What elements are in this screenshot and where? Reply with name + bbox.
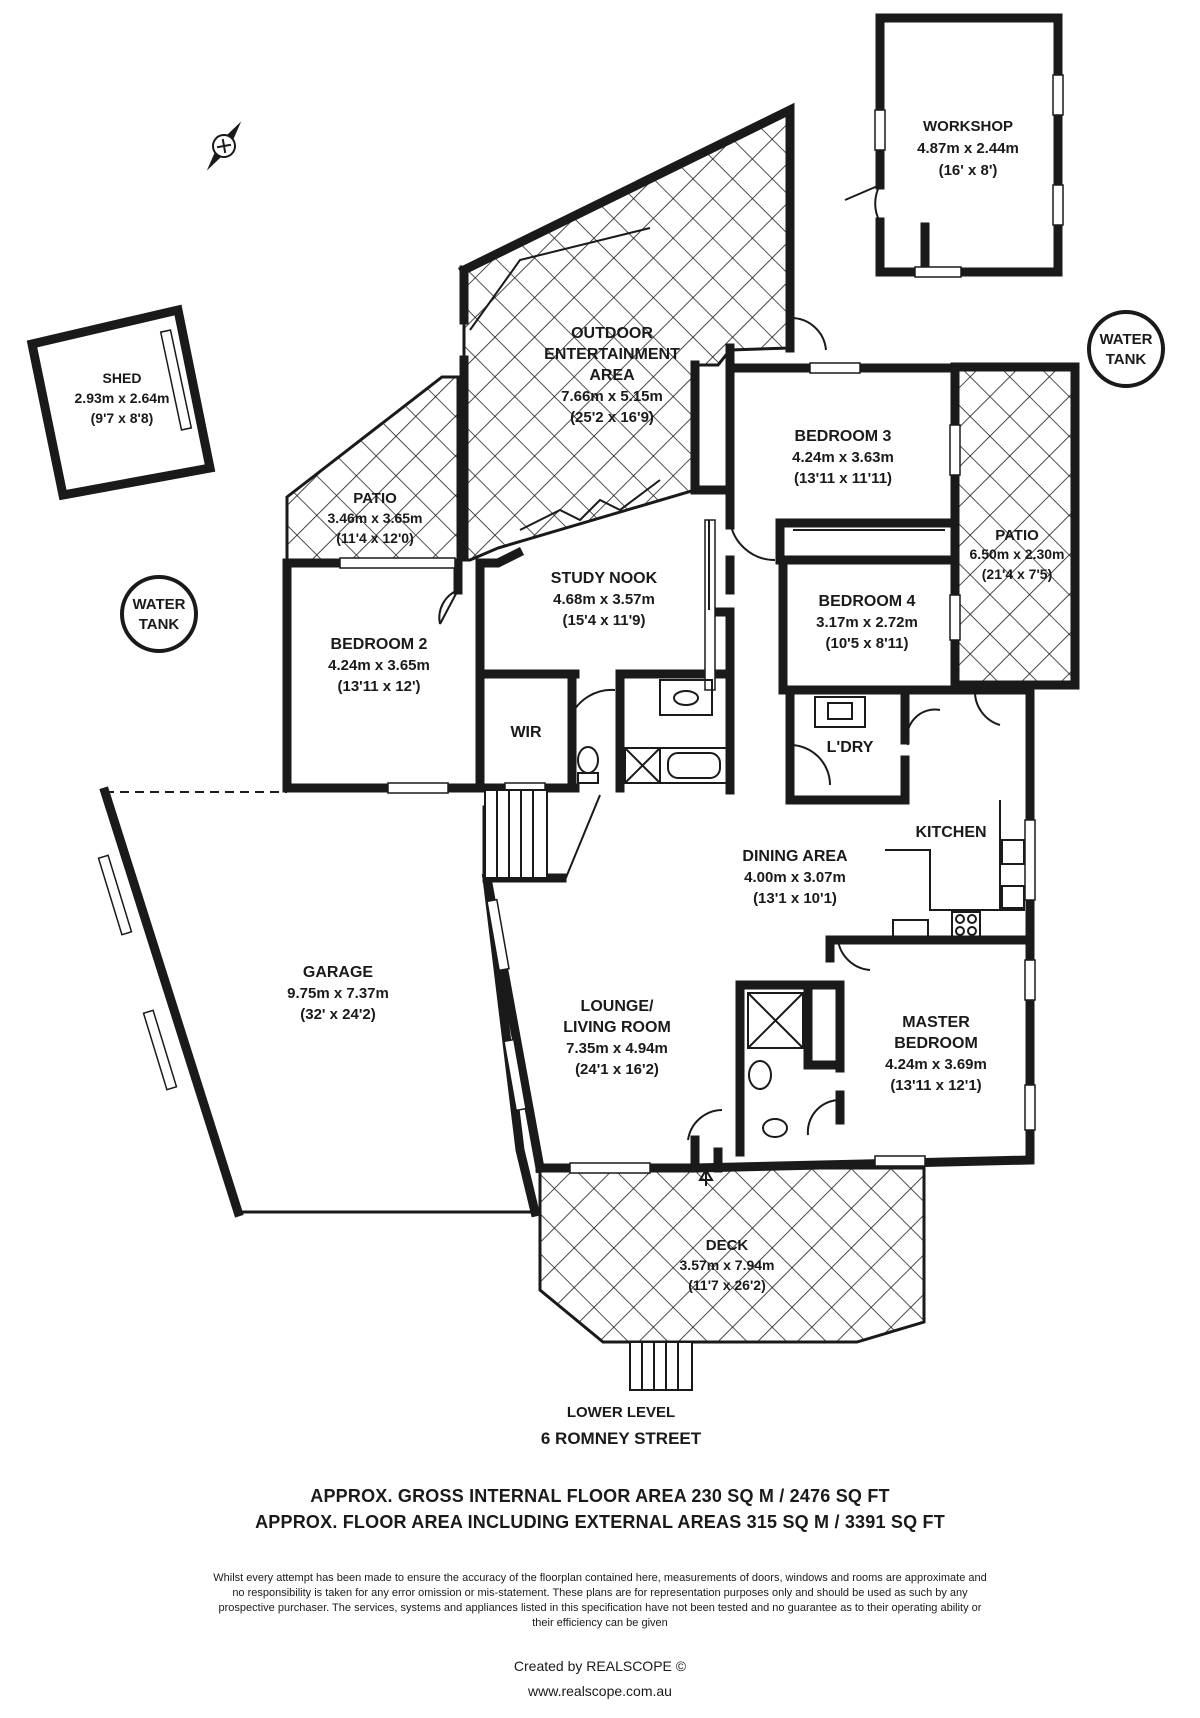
deck-dim-ft: (11'7 x 26'2) — [688, 1277, 766, 1293]
outdoor-dim-m: 7.66m x 5.15m — [561, 388, 663, 405]
master-name-1: MASTER — [902, 1014, 970, 1031]
water-tank-right — [1087, 310, 1165, 388]
deck-name: DECK — [706, 1237, 749, 1254]
shed-name: SHED — [103, 370, 142, 386]
deck-dim-m: 3.57m x 7.94m — [680, 1257, 775, 1273]
lounge-name-1: LOUNGE/ — [581, 998, 654, 1015]
water-tank-left — [120, 575, 198, 653]
bedroom2-dim-ft: (13'11 x 12') — [337, 678, 420, 695]
patio-right-name: PATIO — [995, 527, 1039, 544]
study-dim-ft: (15'4 x 11'9) — [562, 612, 645, 629]
website-link[interactable]: www.realscope.com.au — [528, 1683, 672, 1699]
house-walls — [282, 102, 1080, 1174]
patio-left-name: PATIO — [353, 490, 397, 507]
outdoor-name-1: OUTDOOR — [571, 325, 653, 342]
wir-name: WIR — [510, 724, 542, 741]
garage-dim-ft: (32' x 24'2) — [300, 1006, 376, 1023]
dining-name: DINING AREA — [742, 848, 848, 865]
shed-dim-m: 2.93m x 2.64m — [75, 390, 170, 406]
water-tank-left-line2: TANK — [139, 616, 180, 633]
deck — [538, 1166, 926, 1344]
outdoor-name-2: ENTERTAINMENT — [544, 346, 680, 363]
bedroom2-dim-m: 4.24m x 3.65m — [328, 657, 430, 674]
workshop-dim-ft: (16' x 8') — [939, 162, 998, 179]
compass-icon — [206, 121, 242, 171]
patio-left — [285, 375, 460, 565]
water-tank-right-line1: WATER — [1099, 331, 1152, 348]
lounge-name-2: LIVING ROOM — [563, 1019, 671, 1036]
gross-area: APPROX. GROSS INTERNAL FLOOR AREA 230 SQ… — [310, 1486, 890, 1506]
outdoor-dim-ft: (25'2 x 16'9) — [570, 409, 654, 426]
workshop-dim-m: 4.87m x 2.44m — [917, 140, 1019, 157]
study-dim-m: 4.68m x 3.57m — [553, 591, 655, 608]
bedroom3-dim-m: 4.24m x 3.63m — [792, 449, 894, 466]
patio-right — [953, 365, 1077, 687]
garage-name: GARAGE — [303, 964, 374, 981]
water-tank-right-line2: TANK — [1106, 351, 1147, 368]
dining-dim-ft: (13'1 x 10'1) — [753, 890, 837, 907]
disclaimer: Whilst every attempt has been made to en… — [213, 1572, 987, 1629]
patio-right-dim-ft: (21'4 x 7'5) — [982, 566, 1052, 582]
master-dim-m: 4.24m x 3.69m — [885, 1056, 987, 1073]
bedroom4-dim-m: 3.17m x 2.72m — [816, 614, 918, 631]
kitchen-name: KITCHEN — [915, 824, 986, 841]
bedroom3-dim-ft: (13'11 x 11'11) — [794, 470, 892, 487]
shed — [26, 304, 216, 501]
master-dim-ft: (13'11 x 12'1) — [890, 1077, 981, 1094]
outdoor-name-3: AREA — [589, 367, 635, 384]
bedroom4-dim-ft: (10'5 x 8'11) — [825, 635, 908, 652]
dining-dim-m: 4.00m x 3.07m — [744, 869, 846, 886]
doors — [438, 316, 1001, 1186]
stairs — [469, 227, 693, 1391]
garage-dim-m: 9.75m x 7.37m — [287, 985, 389, 1002]
address-label: 6 ROMNEY STREET — [541, 1429, 702, 1448]
master-name-2: BEDROOM — [894, 1035, 978, 1052]
bedroom2-name: BEDROOM 2 — [331, 636, 428, 653]
study-name: STUDY NOOK — [551, 570, 658, 587]
workshop — [844, 13, 1064, 278]
total-area: APPROX. FLOOR AREA INCLUDING EXTERNAL AR… — [255, 1512, 945, 1532]
lounge-dim-m: 7.35m x 4.94m — [566, 1040, 668, 1057]
fixtures — [577, 520, 1025, 1138]
bedroom4-name: BEDROOM 4 — [819, 593, 916, 610]
credit: Created by REALSCOPE © — [513, 1658, 687, 1674]
patio-left-dim-ft: (11'4 x 12'0) — [336, 530, 414, 546]
bedroom3-name: BEDROOM 3 — [795, 428, 892, 445]
room-labels: WORKSHOP 4.87m x 2.44m (16' x 8') SHED 2… — [75, 118, 1153, 1448]
lounge-dim-ft: (24'1 x 16'2) — [575, 1061, 659, 1078]
laundry-name: L'DRY — [827, 739, 874, 756]
patio-left-dim-m: 3.46m x 3.65m — [328, 510, 423, 526]
water-tank-left-line1: WATER — [132, 596, 185, 613]
shed-dim-ft: (9'7 x 8'8) — [91, 410, 154, 426]
patio-right-dim-m: 6.50m x 2.30m — [970, 546, 1065, 562]
workshop-name: WORKSHOP — [923, 118, 1013, 135]
level-label: LOWER LEVEL — [567, 1404, 675, 1421]
garage — [97, 786, 541, 1218]
